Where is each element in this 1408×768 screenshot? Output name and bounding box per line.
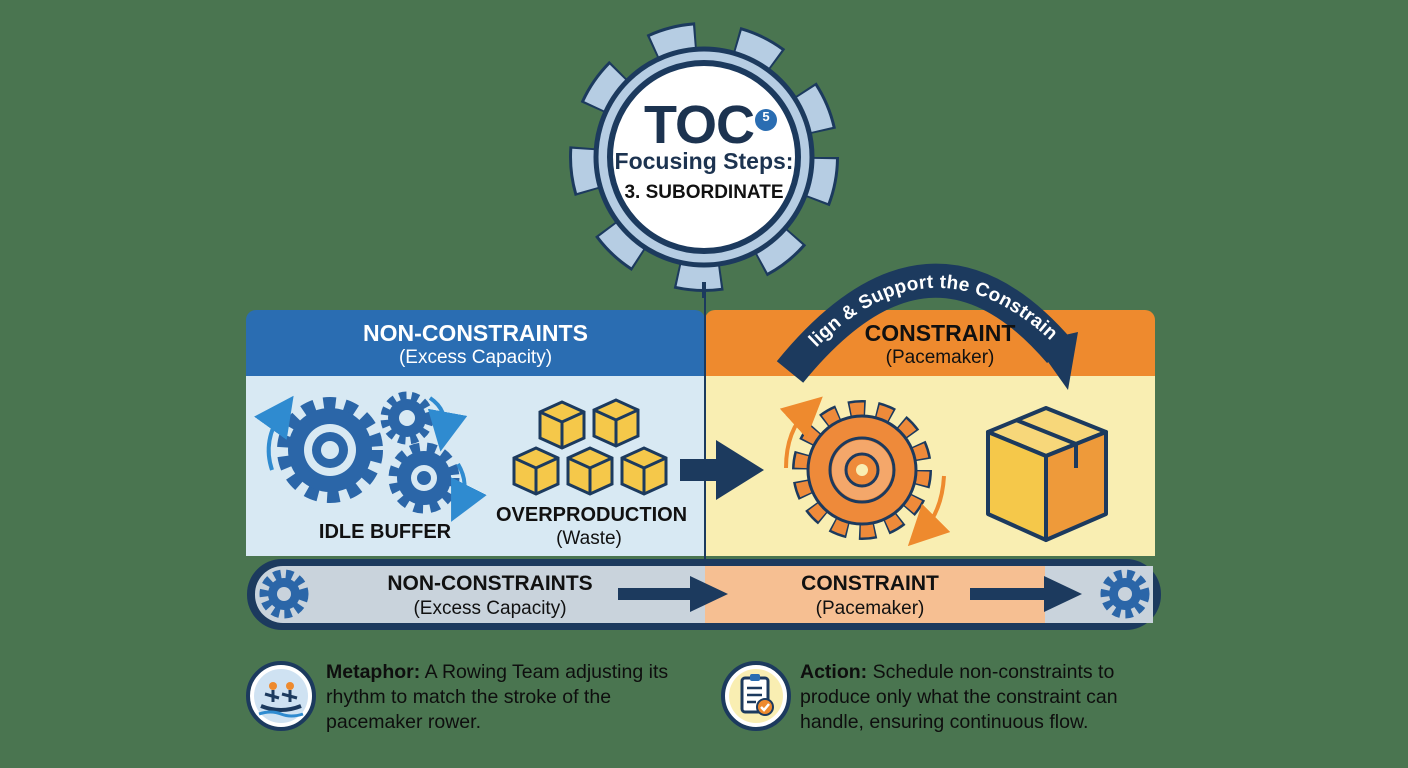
gear-small-bottom-icon: [388, 442, 460, 514]
belt-right-subtitle: (Pacemaker): [815, 598, 925, 619]
belt-left-subtitle: (Excess Capacity): [413, 598, 567, 619]
action-label: Action:: [800, 661, 868, 683]
metaphor-body: A Rowing Team adjusting its rhythm to ma…: [326, 661, 669, 733]
waste-label: (Waste): [556, 528, 622, 549]
gear-title: TOC: [643, 95, 755, 155]
left-panel-title: NON-CONSTRAINTS: [363, 320, 588, 346]
belt-left-title: NON-CONSTRAINTS: [387, 572, 593, 595]
rotate-arrow-icon: [427, 396, 468, 452]
gear-small-top-icon: [380, 391, 434, 445]
rowing-team-icon: [246, 661, 316, 731]
gear-large-icon: [277, 397, 383, 503]
metaphor-text: Metaphor: A Rowing Team adjusting its rh…: [326, 660, 706, 735]
constraint-gear-icon: [792, 400, 932, 540]
toc-badge: [755, 109, 777, 131]
action-body: Schedule non-constraints to produce only…: [800, 661, 1118, 733]
large-box-icon: [986, 406, 1108, 542]
gear-badge-number: 5: [762, 109, 770, 124]
clipboard-check-icon: [721, 661, 791, 731]
belt-right-title: CONSTRAINT: [801, 572, 939, 595]
rotate-arrow-icon: [907, 475, 951, 547]
right-panel-title: CONSTRAINT: [864, 320, 1016, 346]
curved-arrow-icon: [776, 263, 1078, 390]
rotate-arrow-icon: [779, 396, 823, 469]
flow-arrow-icon: [680, 440, 764, 500]
belt-gear-left-icon: [259, 569, 309, 619]
left-panel-subtitle: (Excess Capacity): [398, 347, 553, 368]
belt-arrow-right-icon: [970, 576, 1082, 612]
toc-gear-icon: [569, 22, 839, 292]
overproduction-label: OVERPRODUCTION: [496, 504, 688, 526]
idle-buffer-label: IDLE BUFFER: [318, 521, 452, 543]
gear-step: 3. SUBORDINATE: [624, 182, 784, 203]
belt-gear-right-icon: [1100, 569, 1150, 619]
action-text: Action: Schedule non-constraints to prod…: [800, 660, 1170, 735]
gear-subtitle: Focusing Steps:: [614, 148, 794, 174]
metaphor-label: Metaphor:: [326, 661, 421, 683]
rotate-arrow-icon: [254, 395, 294, 471]
right-panel-subtitle: (Pacemaker): [885, 347, 995, 368]
rotate-arrow-icon: [451, 462, 487, 522]
belt-arrow-left-icon: [618, 576, 728, 612]
box-icon: [512, 398, 668, 496]
